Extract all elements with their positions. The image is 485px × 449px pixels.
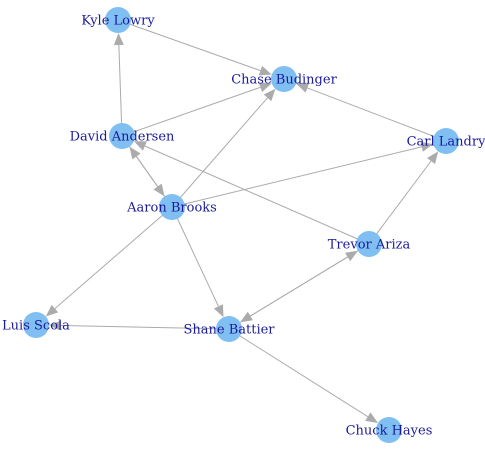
- node-shane-battier[interactable]: Shane Battier: [183, 316, 275, 342]
- arrowhead-icon: [48, 320, 62, 331]
- arrowhead-icon: [420, 141, 434, 152]
- edge-shane-to-luis: [48, 320, 230, 331]
- node-label: Chase Budinger: [231, 73, 337, 88]
- edge-line: [307, 87, 447, 142]
- arrowhead-icon: [153, 183, 165, 197]
- node-label: Luis Scola: [2, 319, 70, 334]
- edge-line: [144, 145, 370, 245]
- node-carl-landry[interactable]: Carl Landry: [407, 128, 485, 154]
- node-aaron-brooks[interactable]: Aaron Brooks: [126, 194, 217, 220]
- edge-line: [171, 146, 422, 208]
- node-circle[interactable]: [376, 417, 402, 443]
- arrowhead-icon: [296, 83, 310, 93]
- arrowhead-icon: [365, 412, 379, 424]
- arrowhead-icon: [213, 304, 224, 318]
- arrowhead-icon: [240, 311, 253, 323]
- node-trevor-ariza[interactable]: Trevor Ariza: [328, 231, 411, 257]
- node-circle[interactable]: [159, 194, 185, 220]
- node-circle[interactable]: [105, 7, 131, 33]
- node-label: David Andersen: [70, 130, 175, 145]
- edge-carl-to-chase: [296, 83, 447, 142]
- edge-david-to-kyle: [113, 32, 124, 137]
- arrowhead-icon: [258, 82, 272, 93]
- node-david-andersen[interactable]: David Andersen: [70, 123, 175, 149]
- arrowhead-icon: [113, 32, 124, 46]
- edge-aaron-to-shane: [171, 206, 224, 318]
- arrowhead-icon: [345, 250, 358, 262]
- edge-aaron-to-chase: [171, 88, 276, 208]
- edge-aaron-to-luis: [45, 206, 173, 317]
- edge-line: [171, 97, 268, 208]
- edge-line: [121, 86, 261, 137]
- arrowhead-icon: [45, 304, 59, 317]
- node-circle[interactable]: [23, 312, 49, 338]
- edge-line: [368, 160, 432, 245]
- node-circle[interactable]: [109, 123, 135, 149]
- arrowhead-icon: [263, 88, 276, 102]
- edge-david-to-chase: [121, 82, 272, 137]
- node-label: Kyle Lowry: [81, 14, 155, 29]
- edge-trevor-to-david: [133, 141, 370, 245]
- edge-line: [60, 325, 230, 330]
- edges-layer: [45, 19, 447, 424]
- edge-line: [54, 206, 173, 309]
- arrowhead-icon: [133, 141, 147, 151]
- node-kyle-lowry[interactable]: Kyle Lowry: [81, 7, 155, 33]
- edge-shane-to-chuck: [228, 328, 379, 424]
- node-label: Aaron Brooks: [126, 201, 217, 216]
- edge-line: [228, 328, 369, 418]
- edge-line: [118, 44, 123, 137]
- edge-kyle-to-chase: [117, 19, 272, 76]
- node-circle[interactable]: [271, 66, 297, 92]
- node-chuck-hayes[interactable]: Chuck Hayes: [346, 417, 433, 443]
- edge-trevor-to-shane: [240, 243, 370, 323]
- edge-aaron-to-carl: [171, 141, 434, 208]
- node-circle[interactable]: [433, 128, 459, 154]
- node-chase-budinger[interactable]: Chase Budinger: [231, 66, 338, 92]
- node-label: Chuck Hayes: [346, 424, 433, 439]
- edge-line: [171, 206, 219, 307]
- node-label: Shane Battier: [183, 323, 275, 338]
- edge-line: [250, 243, 370, 317]
- node-circle[interactable]: [216, 316, 242, 342]
- node-label: Carl Landry: [407, 135, 485, 150]
- node-luis-scola[interactable]: Luis Scola: [2, 312, 70, 338]
- arrowhead-icon: [427, 151, 439, 165]
- edge-line: [117, 19, 261, 72]
- node-circle[interactable]: [356, 231, 382, 257]
- arrowhead-icon: [258, 65, 272, 76]
- edge-trevor-to-carl: [368, 151, 439, 245]
- node-label: Trevor Ariza: [328, 238, 411, 253]
